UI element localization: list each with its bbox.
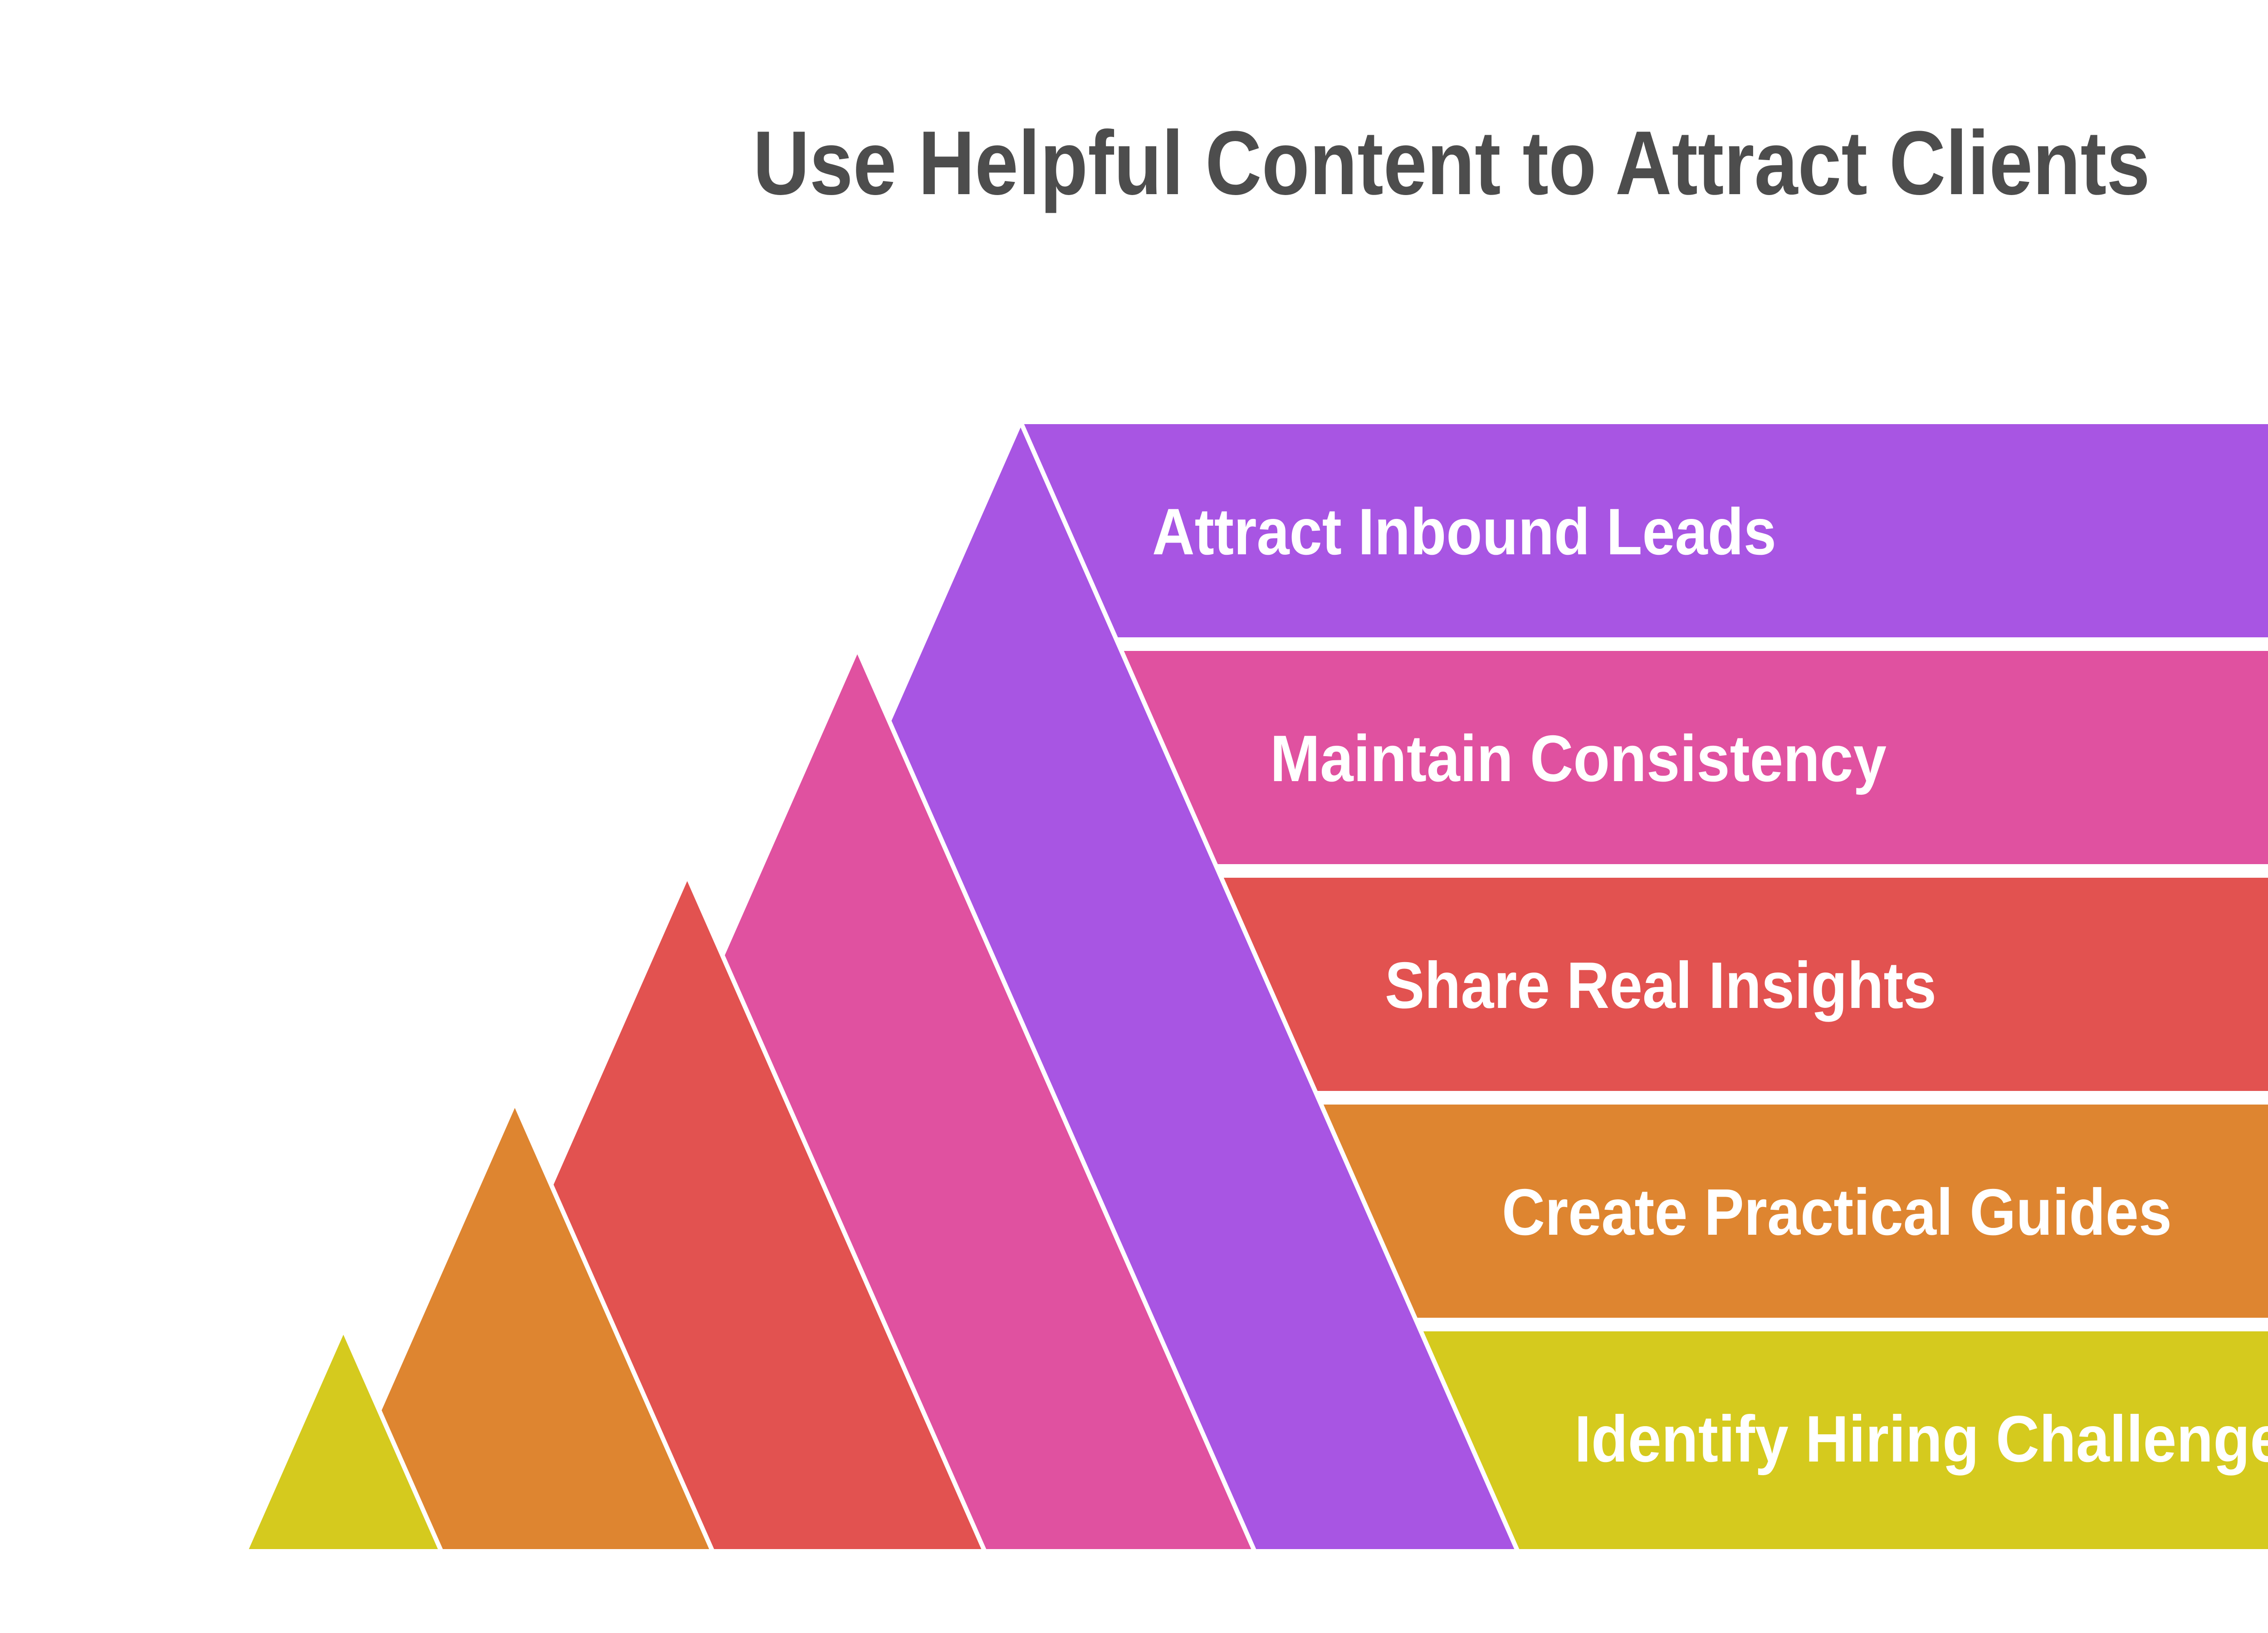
pyramid-peak-create-practical-guides xyxy=(313,1096,716,1554)
bar-label-maintain-consistency: Maintain Consistency xyxy=(1270,722,1887,795)
pyramid-peak-identify-hiring-challenges xyxy=(242,1323,445,1554)
bar-label-create-practical-guides: Create Practical Guides xyxy=(1502,1175,2172,1249)
bar-label-attract-inbound-leads: Attract Inbound Leads xyxy=(1152,495,1776,568)
bar-label-identify-hiring-challenges: Identify Hiring Challenges xyxy=(1574,1402,2268,1476)
bar-labels: Attract Inbound Leads Maintain Consisten… xyxy=(1152,495,2268,1476)
page-title: Use Helpful Content to Attract Clients xyxy=(753,112,2150,214)
pyramid-triangles xyxy=(242,416,1521,1554)
bar-label-share-real-insights: Share Real Insights xyxy=(1385,949,1936,1022)
